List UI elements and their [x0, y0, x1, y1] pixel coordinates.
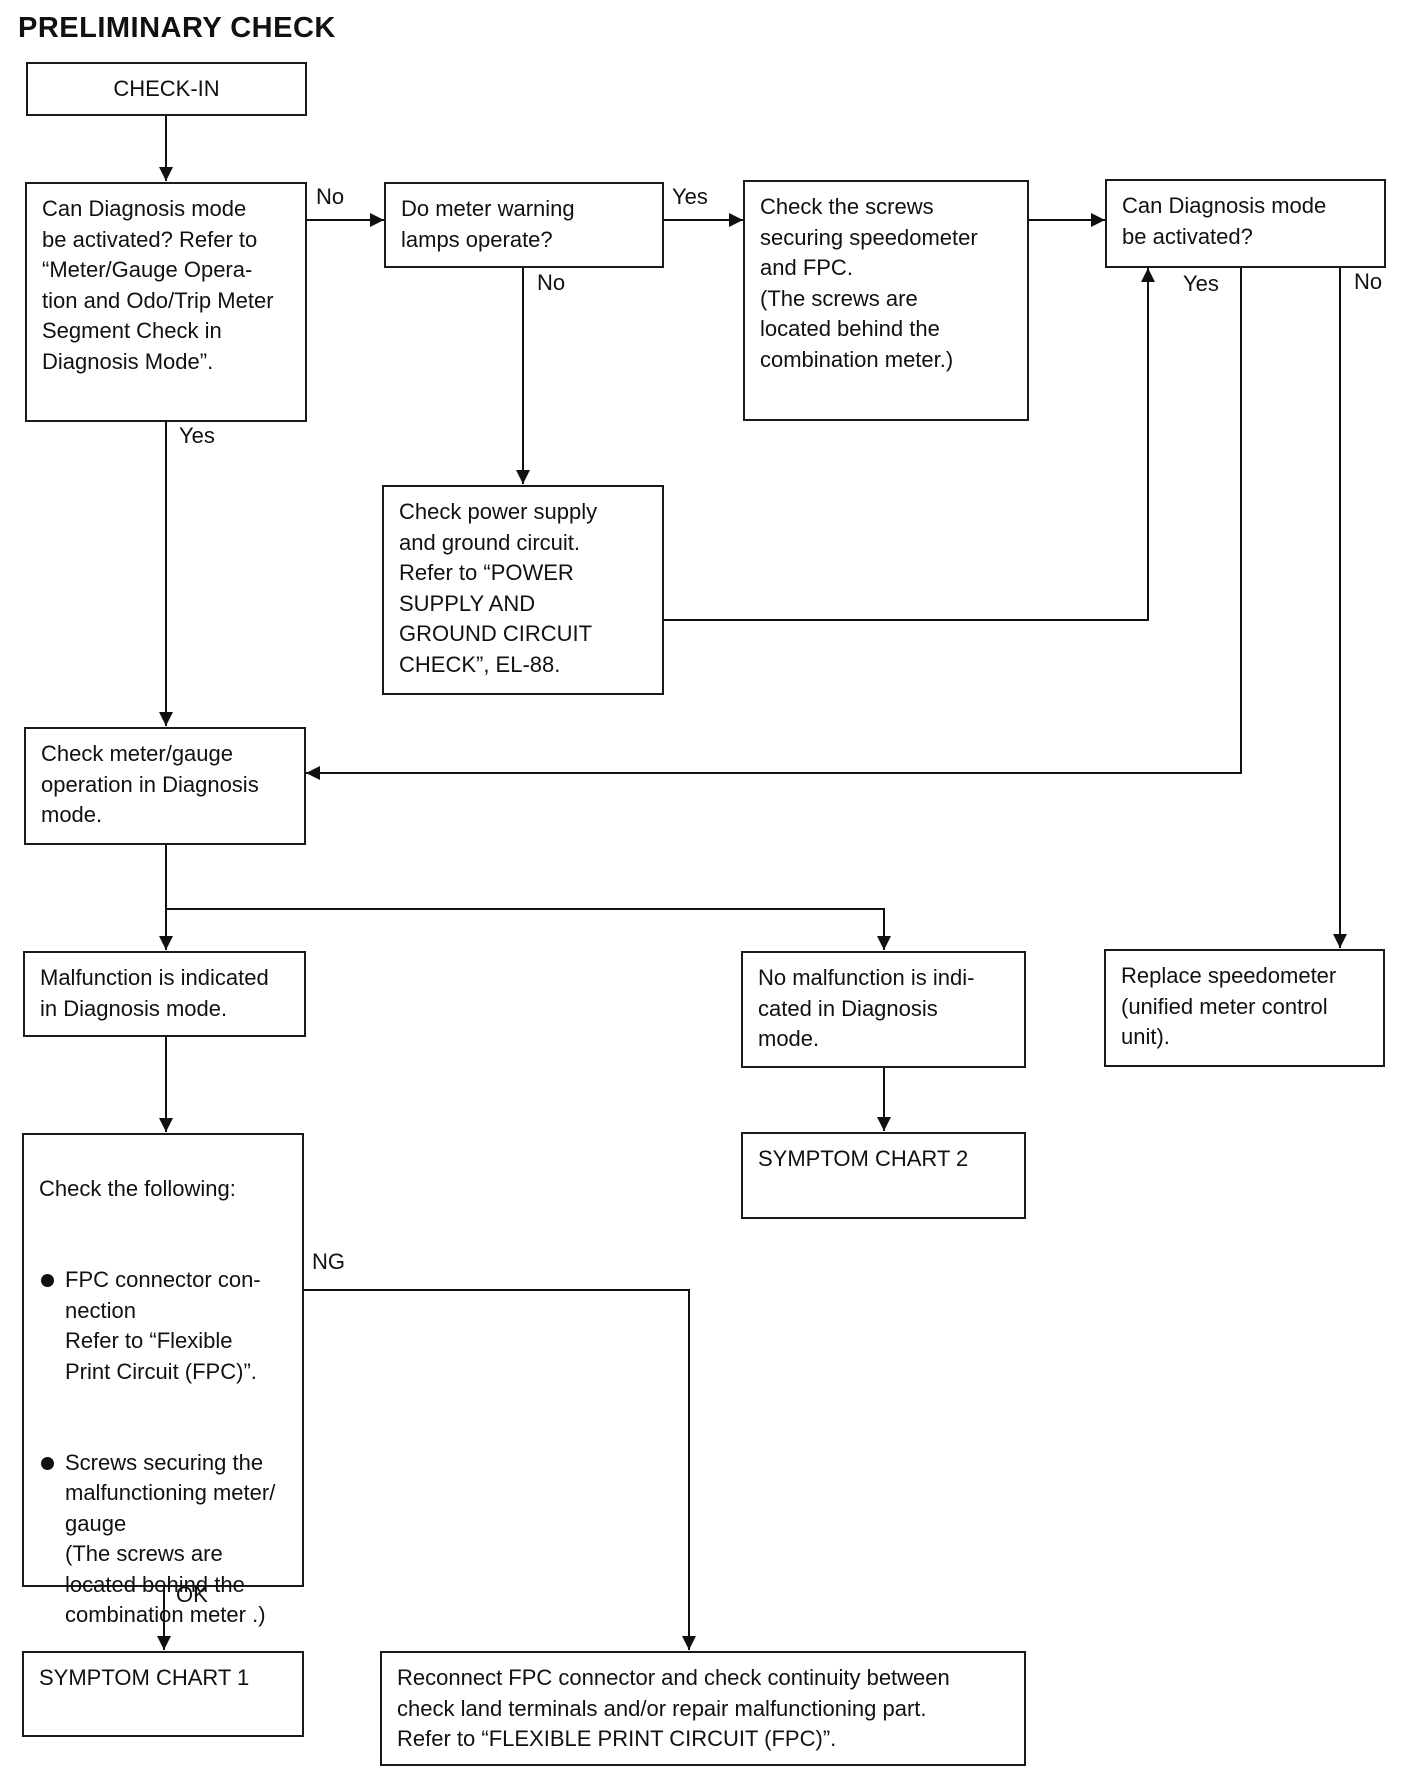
- label-ok: OK: [176, 1582, 208, 1607]
- meter-gauge-operation-text: Check meter/gauge operation in Diagnosis…: [41, 741, 259, 827]
- can-diagnosis-refer-box: Can Diagnosis mode be activated? Refer t…: [25, 182, 307, 422]
- label-yes-3: Yes: [1183, 271, 1219, 296]
- arrow-yes2-to-meter-gauge: [306, 267, 1242, 780]
- reconnect-fpc-text: Reconnect FPC connector and check contin…: [397, 1665, 950, 1751]
- malfunction-text: Malfunction is indicated in Diagnosis mo…: [40, 965, 269, 1021]
- replace-speedometer-text: Replace speedometer (unified meter contr…: [1121, 963, 1337, 1049]
- label-yes-2: Yes: [179, 423, 215, 448]
- can-diagnosis-text: Can Diagnosis mode be activated?: [1122, 193, 1327, 249]
- symptom-chart-1-text: SYMPTOM CHART 1: [39, 1665, 250, 1690]
- malfunction-box: Malfunction is indicated in Diagnosis mo…: [23, 951, 306, 1037]
- label-ng: NG: [312, 1249, 345, 1274]
- label-no-1: No: [316, 184, 345, 209]
- bullet-icon: [41, 1274, 54, 1287]
- page-title: PRELIMINARY CHECK: [18, 12, 336, 44]
- replace-speedometer-box: Replace speedometer (unified meter contr…: [1104, 949, 1385, 1067]
- symptom-chart-2-text: SYMPTOM CHART 2: [758, 1146, 969, 1171]
- can-diagnosis-refer-text: Can Diagnosis mode be activated? Refer t…: [42, 196, 274, 374]
- arrow-to-no-malfunction: [166, 908, 891, 950]
- arrow-power-to-can-diag: [662, 268, 1155, 621]
- meter-gauge-operation-box: Check meter/gauge operation in Diagnosis…: [24, 727, 306, 845]
- meter-warning-text: Do meter warning lamps operate?: [401, 196, 575, 252]
- check-item-fpc-text: FPC connector con- nection Refer to “Fle…: [65, 1267, 261, 1384]
- label-no-2: No: [537, 270, 566, 295]
- check-item-fpc: FPC connector con- nection Refer to “Fle…: [39, 1265, 294, 1387]
- check-screws-text: Check the screws securing speedometer an…: [760, 194, 978, 372]
- arrow-ng-to-reconnect: [303, 1289, 696, 1650]
- check-following-box: Check the following: FPC connector con- …: [22, 1133, 304, 1627]
- check-screws-box: Check the screws securing speedometer an…: [743, 180, 1029, 421]
- check-item-screws-text: Screws securing the malfunctioning meter…: [65, 1449, 276, 1628]
- reconnect-fpc-box: Reconnect FPC connector and check contin…: [380, 1651, 1026, 1766]
- check-in-box: CHECK-IN: [26, 62, 307, 116]
- check-following-list: FPC connector con- nection Refer to “Fle…: [39, 1235, 294, 1662]
- check-item-screws: Screws securing the malfunctioning meter…: [39, 1448, 294, 1631]
- power-supply-box: Check power supply and ground circuit. R…: [382, 485, 664, 695]
- bullet-icon: [41, 1456, 54, 1470]
- label-yes-1: Yes: [672, 184, 708, 209]
- check-following-heading: Check the following:: [39, 1175, 236, 1201]
- can-diagnosis-box: Can Diagnosis mode be activated?: [1105, 179, 1386, 268]
- no-malfunction-text: No malfunction is indi- cated in Diagnos…: [758, 965, 975, 1051]
- symptom-chart-1-box: SYMPTOM CHART 1: [22, 1651, 304, 1737]
- symptom-chart-2-box: SYMPTOM CHART 2: [741, 1132, 1026, 1219]
- meter-warning-box: Do meter warning lamps operate?: [384, 182, 664, 268]
- check-in-text: CHECK-IN: [113, 76, 220, 101]
- label-no-3: No: [1354, 269, 1383, 294]
- no-malfunction-box: No malfunction is indi- cated in Diagnos…: [741, 951, 1026, 1068]
- check-following-content: Check the following: FPC connector con- …: [39, 1143, 294, 1692]
- power-supply-text: Check power supply and ground circuit. R…: [399, 499, 598, 677]
